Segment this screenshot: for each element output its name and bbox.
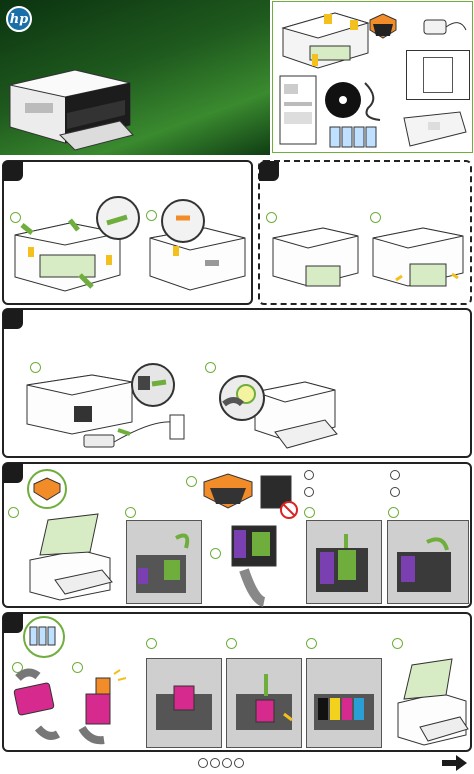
remove-tape-image [14,218,121,292]
insert-ink-overlay [156,685,212,730]
setup-guide-image [279,75,317,145]
remove-packing-image [149,227,246,291]
printhead-callout-icon [27,469,67,509]
step-2-substep-1-marker [266,212,277,223]
wifi-card-icon [423,57,453,93]
zoom-circle-latch [161,199,205,243]
step-5-substep-5-marker [306,638,317,649]
lift-latch-overlay [136,533,190,593]
step-4-substep-3-marker [210,548,221,559]
wifi-card [406,50,470,100]
step-3-badge [3,309,23,329]
printhead-box-image [369,13,397,39]
power-on-image [253,381,338,449]
install-duplexer-image [272,227,359,287]
step-4-badge [3,463,23,483]
cd-image [325,82,361,118]
step-4-color-indicator-3 [390,470,400,480]
all-cartridges-overlay [314,694,374,730]
seat-printhead-overlay [316,534,368,592]
page-indicator-1[interactable] [198,758,208,768]
step-4-color-indicator-4 [390,487,400,497]
step-4-printhead-marker [186,476,197,487]
step-1-substep-1-marker [10,212,21,223]
printer-box-contents-image [281,12,370,69]
step-1-badge [3,161,23,181]
step-4-substep-5-marker [388,507,399,518]
step-5-substep-2-marker [72,662,83,673]
close-latch-overlay [397,537,451,592]
printer-hero-image [9,69,134,151]
ink-cartridges-image [329,126,377,148]
ink-callout-icon [23,616,65,658]
zoom-circle-power-button [219,375,265,421]
press-ink-overlay [236,674,293,730]
step-4-color-indicator-2 [304,487,314,497]
step-3-substep-1-marker [30,362,41,373]
duplexer-installed-image [372,227,464,287]
step-5-substep-6-marker [392,638,403,649]
remove-cap-image [78,669,127,745]
power-adapter-image [423,19,467,35]
step-5-substep-1-marker [12,662,23,673]
printhead-no-touch-image [260,475,298,519]
insert-printhead-image [231,525,277,607]
hp-logo-icon: hp [6,6,32,32]
step-4-color-indicator-1 [304,470,314,480]
connect-power-image [26,374,185,448]
close-cover-image [397,658,469,746]
step-2-substep-2-marker [370,212,381,223]
step-1-substep-2-marker [146,210,157,221]
step-5-substep-3-marker [146,638,157,649]
page-indicator-4[interactable] [234,758,244,768]
arrow-right-icon[interactable] [440,755,468,771]
hp-logo-text: hp [9,11,29,27]
step-4-substep-4-marker [304,507,315,518]
step-5-badge [3,613,23,633]
step-2-badge [259,161,279,181]
page-indicator-3[interactable] [222,758,232,768]
duplexer-image [403,111,467,147]
step-4-substep-2-marker [125,507,136,518]
printhead-unpack-image [203,473,253,509]
shake-cartridge-image [13,668,61,740]
step-4-substep-1-marker [8,507,19,518]
step-3-substep-2-marker [205,362,216,373]
zoom-circle-tape [96,196,140,240]
open-cover-image [29,513,113,601]
usb-cable-image [364,82,381,121]
step-5-substep-4-marker [226,638,237,649]
zoom-circle-power-port [131,363,175,407]
page-indicator-2[interactable] [210,758,220,768]
